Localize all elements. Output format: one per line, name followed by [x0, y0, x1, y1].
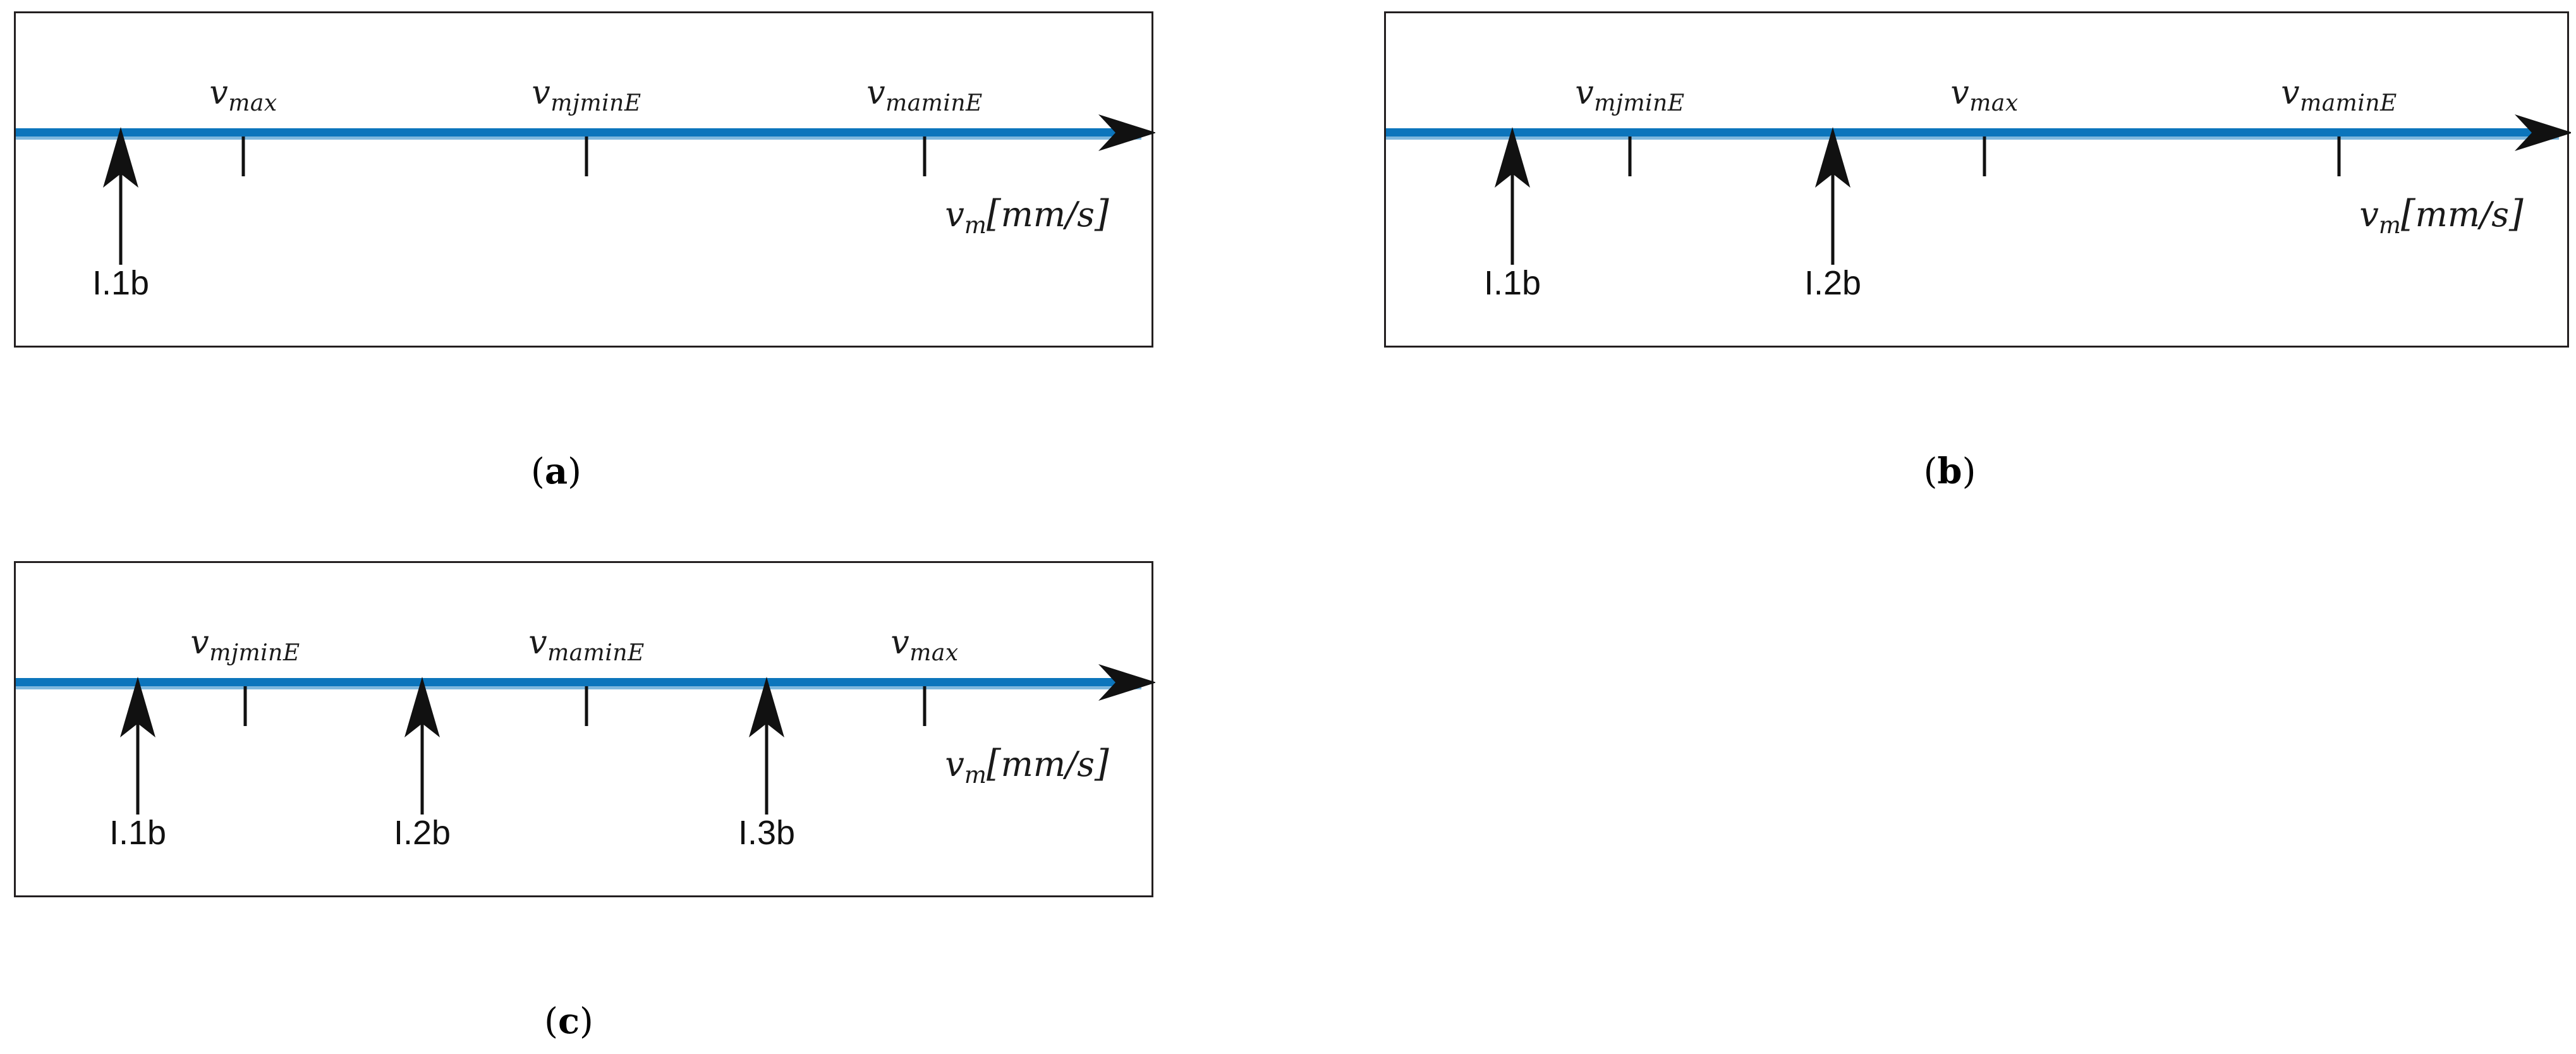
- axis-unit-label-c: vm[mm/s]: [945, 742, 1109, 789]
- panel-c: vmjminE vmaminE vmax vm[mm/s] I.1b I.2b …: [14, 561, 1155, 897]
- tick-label-a-1: vmax: [209, 74, 277, 116]
- axis-line-c: [16, 678, 1141, 686]
- marker-label-b-2: I.2b: [1804, 264, 1862, 302]
- tick-label-b-3: vmaminE: [2281, 74, 2397, 116]
- caption-b: (b): [1923, 451, 1976, 492]
- tick-label-c-1: vmjminE: [190, 624, 300, 666]
- axis-line-a-shadow: [16, 136, 1141, 140]
- tick-label-a-3: vmaminE: [866, 74, 983, 116]
- marker-label-c-1: I.1b: [109, 814, 167, 852]
- caption-c: (c): [544, 1000, 593, 1042]
- tick-label-b-1: vmjminE: [1575, 74, 1685, 116]
- marker-arrow-b-1: [1495, 127, 1530, 265]
- marker-arrow-a-1: [103, 127, 138, 265]
- axis-line-b: [1386, 128, 2559, 136]
- tick-label-c-3: vmax: [890, 624, 959, 666]
- axis-line-a: [16, 128, 1141, 136]
- marker-label-c-3: I.3b: [738, 814, 796, 852]
- panel-b: vmjminE vmax vmaminE vm[mm/s] I.1b I.2b: [1384, 11, 2571, 348]
- tick-label-c-2: vmaminE: [528, 624, 645, 666]
- marker-arrow-c-3: [749, 677, 784, 815]
- tick-label-a-2: vmjminE: [532, 74, 641, 116]
- marker-label-b-1: I.1b: [1483, 264, 1541, 302]
- panel-c-axis-graphic: [16, 664, 1155, 815]
- marker-label-c-2: I.2b: [393, 814, 451, 852]
- tick-label-b-2: vmax: [1950, 74, 2019, 116]
- caption-a: (a): [530, 451, 582, 492]
- marker-arrow-c-1: [120, 677, 155, 815]
- axis-unit-label-b: vm[mm/s]: [2359, 192, 2524, 239]
- axis-arrowhead-a: [1098, 114, 1155, 151]
- axis-line-b-shadow: [1386, 136, 2559, 140]
- axis-arrowhead-c: [1098, 664, 1155, 701]
- marker-arrow-b-2: [1815, 127, 1850, 265]
- marker-label-a-1: I.1b: [92, 264, 150, 302]
- axis-unit-label-a: vm[mm/s]: [945, 192, 1109, 239]
- marker-arrow-c-2: [404, 677, 440, 815]
- panel-a-axis-graphic: [16, 114, 1155, 265]
- panel-b-axis-graphic: [1386, 114, 2571, 265]
- axis-line-c-shadow: [16, 686, 1141, 689]
- axis-arrowhead-b: [2515, 114, 2571, 151]
- panel-a: vmax vmjminE vmaminE vm[mm/s] I.1b: [14, 11, 1155, 348]
